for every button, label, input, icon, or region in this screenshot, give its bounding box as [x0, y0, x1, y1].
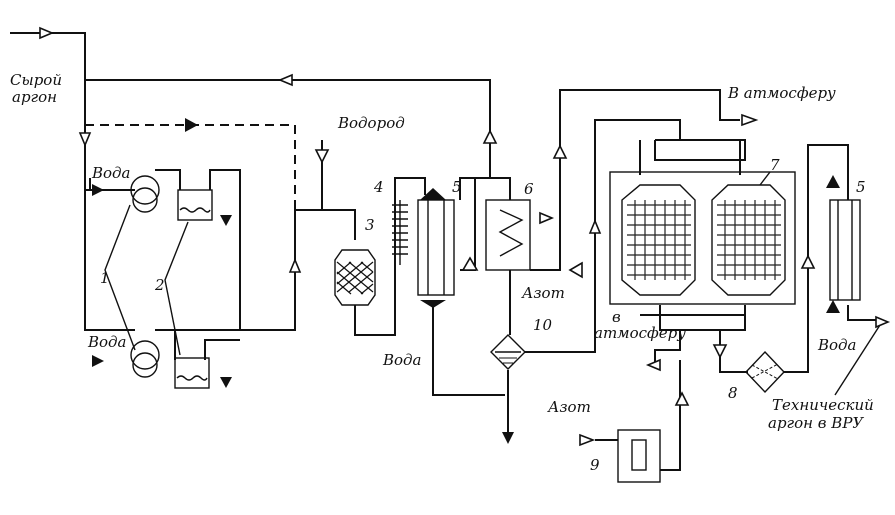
arrow-icon [277, 73, 293, 87]
regeneration-heater-9 [617, 429, 661, 483]
number-1: 1 [100, 269, 110, 287]
label-hydrogen: Водород [337, 114, 405, 132]
number-10: 10 [533, 316, 553, 334]
number-3: 3 [365, 216, 375, 234]
text-labels: Сырой аргон Водород В атмосферу в атмосф… [10, 71, 874, 432]
number-2: 2 [154, 276, 165, 294]
filter-8 [745, 350, 785, 394]
arrow-icon [588, 218, 602, 234]
label-raw-argon-1: Сырой [10, 71, 62, 89]
arrow-icon [579, 433, 596, 447]
arrow-icon [92, 355, 104, 367]
label-water-4: Вода [817, 336, 857, 354]
arrow-icon [539, 211, 555, 225]
piping [10, 32, 881, 471]
arrow-icon [741, 113, 759, 127]
label-water-3: Вода [382, 351, 422, 369]
separator-10 [490, 334, 526, 370]
number-6: 6 [524, 180, 534, 198]
arrow-icon [461, 256, 479, 271]
arrow-icon [552, 144, 568, 159]
number-5-left: 5 [452, 178, 462, 196]
label-water-1: Вода [91, 164, 131, 182]
arrow-icon [420, 300, 446, 308]
arrow-icon [420, 188, 446, 200]
heat-exchanger-5b [829, 199, 861, 301]
reactor-3 [334, 249, 376, 306]
arrow-icon [220, 215, 232, 226]
arrow-icon [674, 391, 690, 406]
label-to-atmosphere-top: В атмосферу [727, 84, 836, 102]
arrow-icon [185, 118, 198, 132]
arrow-icon [288, 257, 302, 273]
arrow-icon [220, 377, 232, 388]
label-nitrogen-cooler: Азот [521, 284, 565, 302]
arrow-icon [712, 344, 728, 359]
arrow-icon [826, 300, 840, 313]
compressor-1 [104, 175, 160, 378]
equipment-numbers: 1 2 3 4 5 5 6 7 8 9 10 [100, 156, 866, 474]
number-5-right: 5 [856, 178, 866, 196]
label-water-2: Вода [87, 333, 127, 351]
label-to-atmosphere-mid-1: в [612, 308, 621, 326]
heat-exchanger-6 [485, 199, 531, 271]
arrow-icon [800, 254, 816, 269]
arrow-icon [78, 132, 92, 148]
adsorber-block-7 [609, 171, 796, 305]
arrow-icon [482, 129, 498, 144]
label-technical-argon-1: Технический [772, 396, 874, 414]
flow-arrows [39, 26, 891, 447]
number-7: 7 [770, 156, 780, 174]
arrow-icon [502, 432, 514, 444]
label-raw-argon-2: аргон [12, 88, 57, 106]
water-cooler-2 [164, 189, 213, 389]
label-technical-argon-2: аргон в ВРУ [768, 414, 864, 432]
arrow-icon [568, 261, 583, 279]
number-9: 9 [590, 456, 600, 474]
label-to-atmosphere-mid-2: атмосферу [594, 324, 686, 342]
heat-exchanger-5a [417, 199, 455, 296]
label-nitrogen-bottom: Азот [547, 398, 591, 416]
arrow-icon [39, 26, 55, 40]
arrow-icon [875, 315, 891, 329]
cooler-4 [392, 200, 408, 265]
number-8: 8 [728, 384, 738, 402]
arrow-icon [826, 175, 840, 188]
arrow-icon [645, 358, 661, 372]
arrow-icon [314, 149, 330, 164]
number-4: 4 [373, 178, 384, 196]
arrow-icon [92, 184, 104, 196]
